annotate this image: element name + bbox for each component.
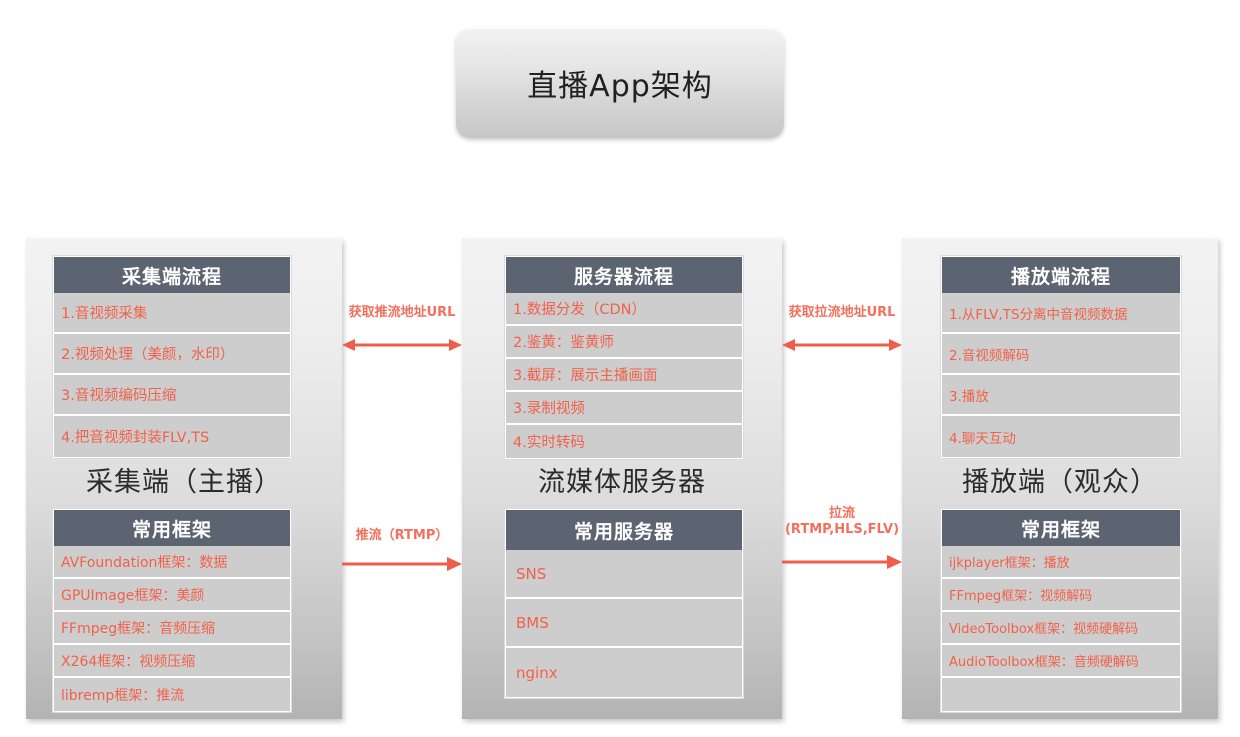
table-row: 3.录制视频 <box>506 392 742 425</box>
bidirectional-arrow-icon <box>782 339 902 351</box>
connector-capture-to-server-top: 获取推流地址URL <box>342 305 462 355</box>
table-row: 3.音视频编码压缩 <box>54 375 290 416</box>
connector-label-line2: (RTMP,HLS,FLV) <box>784 522 900 537</box>
server-flow-table: 服务器流程 1.数据分发（CDN） 2.鉴黄：鉴黄师 3.截屏：展示主播画面 3… <box>504 255 744 460</box>
table-row: libremp框架：推流 <box>54 678 290 711</box>
table-row: BMS <box>506 599 742 648</box>
capture-framework-table: 常用框架 AVFoundation框架：数据 GPUImage框架：美颜 FFm… <box>52 508 292 713</box>
connector-capture-to-server-bottom: 推流（RTMP） <box>342 528 462 574</box>
connector-server-to-player-top: 获取拉流地址URL <box>782 305 902 355</box>
table-row: FFmpeg框架：视频解码 <box>942 579 1180 612</box>
table-row: 3.播放 <box>942 375 1180 416</box>
player-framework-table: 常用框架 ijkplayer框架：播放 FFmpeg框架：视频解码 VideoT… <box>940 508 1182 713</box>
connector-server-to-player-bottom: 拉流 (RTMP,HLS,FLV) <box>782 506 902 570</box>
table-row: 4.聊天互动 <box>942 416 1180 457</box>
page-title: 直播App架构 <box>527 69 713 104</box>
table-row: AudioToolbox框架：音频硬解码 <box>942 645 1180 678</box>
table-row: 2.视频处理（美颜，水印） <box>54 334 290 375</box>
player-framework-table-header: 常用框架 <box>942 510 1180 546</box>
right-arrow-icon <box>782 555 902 569</box>
table-row: GPUImage框架：美颜 <box>54 579 290 612</box>
table-row: 4.实时转码 <box>506 425 742 458</box>
table-row: SNS <box>506 550 742 599</box>
server-list-table: 常用服务器 SNS BMS nginx <box>504 508 744 699</box>
connector-label: 获取拉流地址URL <box>788 305 896 320</box>
connector-label-line1: 拉流 <box>828 506 855 521</box>
capture-flow-table: 采集端流程 1.音视频采集 2.视频处理（美颜，水印） 3.音视频编码压缩 4.… <box>52 255 292 459</box>
server-column-subtitle: 流媒体服务器 <box>538 467 706 498</box>
connector-label: 推流（RTMP） <box>355 528 449 543</box>
table-row: 1.音视频采集 <box>54 293 290 334</box>
server-column-panel: 服务器流程 1.数据分发（CDN） 2.鉴黄：鉴黄师 3.截屏：展示主播画面 3… <box>462 238 782 719</box>
capture-column-panel: 采集端流程 1.音视频采集 2.视频处理（美颜，水印） 3.音视频编码压缩 4.… <box>26 238 342 719</box>
table-row <box>942 678 1180 711</box>
table-row: ijkplayer框架：播放 <box>942 546 1180 579</box>
bidirectional-arrow-icon <box>342 339 462 351</box>
server-flow-table-header: 服务器流程 <box>506 257 742 293</box>
player-column-panel: 播放端流程 1.从FLV,TS分离中音视频数据 2.音视频解码 3.播放 4.聊… <box>902 238 1218 719</box>
table-row: FFmpeg框架：音频压缩 <box>54 612 290 645</box>
server-list-table-header: 常用服务器 <box>506 510 742 550</box>
table-row: 2.音视频解码 <box>942 334 1180 375</box>
table-row: 3.截屏：展示主播画面 <box>506 359 742 392</box>
connector-label: 获取推流地址URL <box>348 305 456 320</box>
table-row: X264框架：视频压缩 <box>54 645 290 678</box>
capture-flow-table-header: 采集端流程 <box>54 257 290 293</box>
capture-framework-table-header: 常用框架 <box>54 510 290 546</box>
player-flow-table: 播放端流程 1.从FLV,TS分离中音视频数据 2.音视频解码 3.播放 4.聊… <box>940 255 1182 459</box>
player-flow-table-header: 播放端流程 <box>942 257 1180 293</box>
table-row: 1.数据分发（CDN） <box>506 293 742 326</box>
table-row: 1.从FLV,TS分离中音视频数据 <box>942 293 1180 334</box>
table-row: nginx <box>506 648 742 697</box>
right-arrow-icon <box>342 557 462 571</box>
table-row: 4.把音视频封装FLV,TS <box>54 416 290 457</box>
player-column-subtitle: 播放端（观众） <box>962 467 1158 498</box>
table-row: 2.鉴黄：鉴黄师 <box>506 326 742 359</box>
table-row: VideoToolbox框架：视频硬解码 <box>942 612 1180 645</box>
diagram-title-box: 直播App架构 <box>456 28 784 138</box>
capture-column-subtitle: 采集端（主播） <box>86 467 282 498</box>
table-row: AVFoundation框架：数据 <box>54 546 290 579</box>
